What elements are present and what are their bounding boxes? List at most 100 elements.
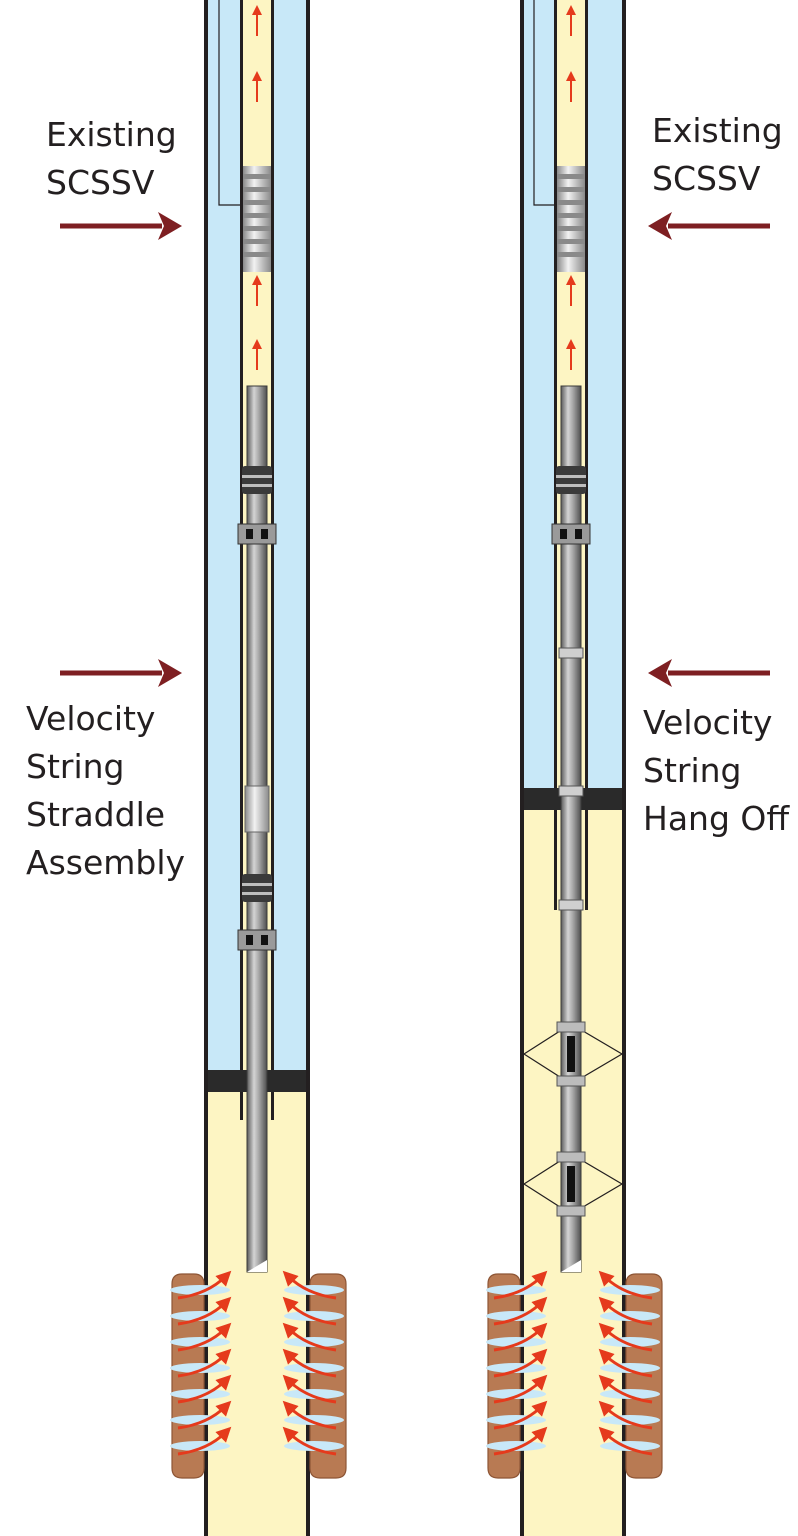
string-collar — [558, 785, 584, 797]
inflow-arrow — [493, 1374, 548, 1404]
perforation-tunnel — [284, 1389, 344, 1399]
perforation-tunnel — [486, 1285, 546, 1295]
slip-body — [237, 929, 277, 951]
inflow-arrow — [598, 1400, 653, 1430]
tubing-wall-right — [585, 0, 588, 910]
perforation-tunnel — [170, 1363, 230, 1373]
label-left-assembly-line-1: Velocity — [26, 699, 155, 738]
perforation-tunnel — [170, 1285, 230, 1295]
anchor-outline — [522, 1153, 624, 1215]
velocity-string-bevel — [561, 1260, 581, 1272]
inflow-arrow — [282, 1400, 337, 1430]
inflow-arrow — [493, 1296, 548, 1326]
slip-body — [551, 523, 591, 545]
perforation-tunnel — [170, 1441, 230, 1451]
inflow-arrow — [493, 1426, 548, 1456]
callout-arrow-right-scssv — [648, 212, 770, 240]
inflow-arrow — [282, 1426, 337, 1456]
seal-assembly — [242, 874, 272, 902]
perforation-tunnel — [600, 1441, 660, 1451]
perforation-tunnel — [600, 1363, 660, 1373]
scssv-rib — [243, 239, 271, 244]
perforation-tunnel — [284, 1285, 344, 1295]
inflow-arrow — [282, 1374, 337, 1404]
slip-assembly — [551, 523, 591, 545]
inflow-arrow — [493, 1270, 548, 1300]
perforation-tunnel — [170, 1389, 230, 1399]
perforation-tunnel — [600, 1415, 660, 1425]
velocity-string — [237, 385, 277, 1273]
label-left-assembly-line-4: Assembly — [26, 843, 185, 882]
inflow-arrow — [177, 1296, 232, 1326]
slip-assembly — [237, 523, 277, 545]
seal-groove — [242, 892, 272, 895]
seal-assembly — [556, 466, 586, 494]
perforation-tunnel — [600, 1285, 660, 1295]
callout-arrow-left-scssv — [60, 212, 182, 240]
label-right-assembly-line-2: String — [643, 751, 741, 790]
label-left-assembly-line-3: Straddle — [26, 795, 165, 834]
callout-arrow-right-assembly-head — [648, 659, 672, 687]
scssv-rib — [557, 213, 585, 218]
seal-element — [242, 874, 272, 902]
slip-assembly — [237, 929, 277, 951]
inflow-arrow — [598, 1270, 653, 1300]
inflow-arrow — [598, 1426, 653, 1456]
seal-groove — [242, 484, 272, 487]
label-left-scssv-line-1: Existing — [46, 115, 177, 154]
inflow-arrow — [177, 1348, 232, 1378]
seal-element — [556, 466, 586, 494]
tubing-wall-left — [554, 0, 557, 910]
inflow-arrow — [177, 1400, 232, 1430]
casing-wall-left — [520, 0, 524, 1536]
perforation-tunnel — [486, 1389, 546, 1399]
label-right-scssv-line-1: Existing — [652, 111, 783, 150]
perforation-tunnel — [170, 1415, 230, 1425]
inflow-arrow — [493, 1322, 548, 1352]
scssv-rib — [557, 252, 585, 257]
left-well — [170, 0, 347, 1536]
velocity-string-bevel — [247, 1260, 267, 1272]
callout-arrow-left-assembly-head — [158, 659, 182, 687]
slip-tooth — [575, 529, 582, 539]
inflow-arrow — [598, 1296, 653, 1326]
perforation-tunnel — [284, 1337, 344, 1347]
label-left-assembly-line-2: String — [26, 747, 124, 786]
scssv-rib — [557, 174, 585, 179]
anchor-collar — [556, 1021, 586, 1033]
inflow-arrow — [493, 1400, 548, 1430]
string-collar — [558, 899, 584, 911]
right-well — [486, 0, 663, 1536]
string-collar — [558, 647, 584, 659]
velocity-string-tube — [560, 385, 582, 1273]
slip-tooth — [246, 529, 253, 539]
seal-groove — [242, 883, 272, 886]
callout-arrow-right-scssv-head — [648, 212, 672, 240]
casing-wall-right — [622, 0, 626, 1536]
seal-groove — [242, 475, 272, 478]
perforation-tunnel — [284, 1363, 344, 1373]
scssv-rib — [243, 226, 271, 231]
casing-wall-right — [306, 0, 310, 1536]
perforation-tunnel — [170, 1311, 230, 1321]
inflow-arrow — [282, 1322, 337, 1352]
tubing-wall-left — [240, 0, 243, 1120]
perforation-zone — [486, 1270, 663, 1479]
inflow-arrow — [493, 1348, 548, 1378]
perforation-tunnel — [284, 1441, 344, 1451]
straddle-sub — [244, 785, 270, 833]
hang-off-anchor — [522, 1151, 624, 1217]
inflow-arrow — [177, 1322, 232, 1352]
inflow-arrow — [282, 1348, 337, 1378]
scssv-rib — [557, 226, 585, 231]
anchor-outline — [522, 1023, 624, 1085]
seal-element — [242, 466, 272, 494]
perforation-tunnel — [284, 1311, 344, 1321]
scssv-rib — [243, 200, 271, 205]
hang-off-anchor — [522, 1021, 624, 1087]
slip-body — [237, 523, 277, 545]
callout-arrow-left-assembly — [60, 659, 182, 687]
inflow-arrow — [282, 1270, 337, 1300]
scssv-rib — [243, 187, 271, 192]
